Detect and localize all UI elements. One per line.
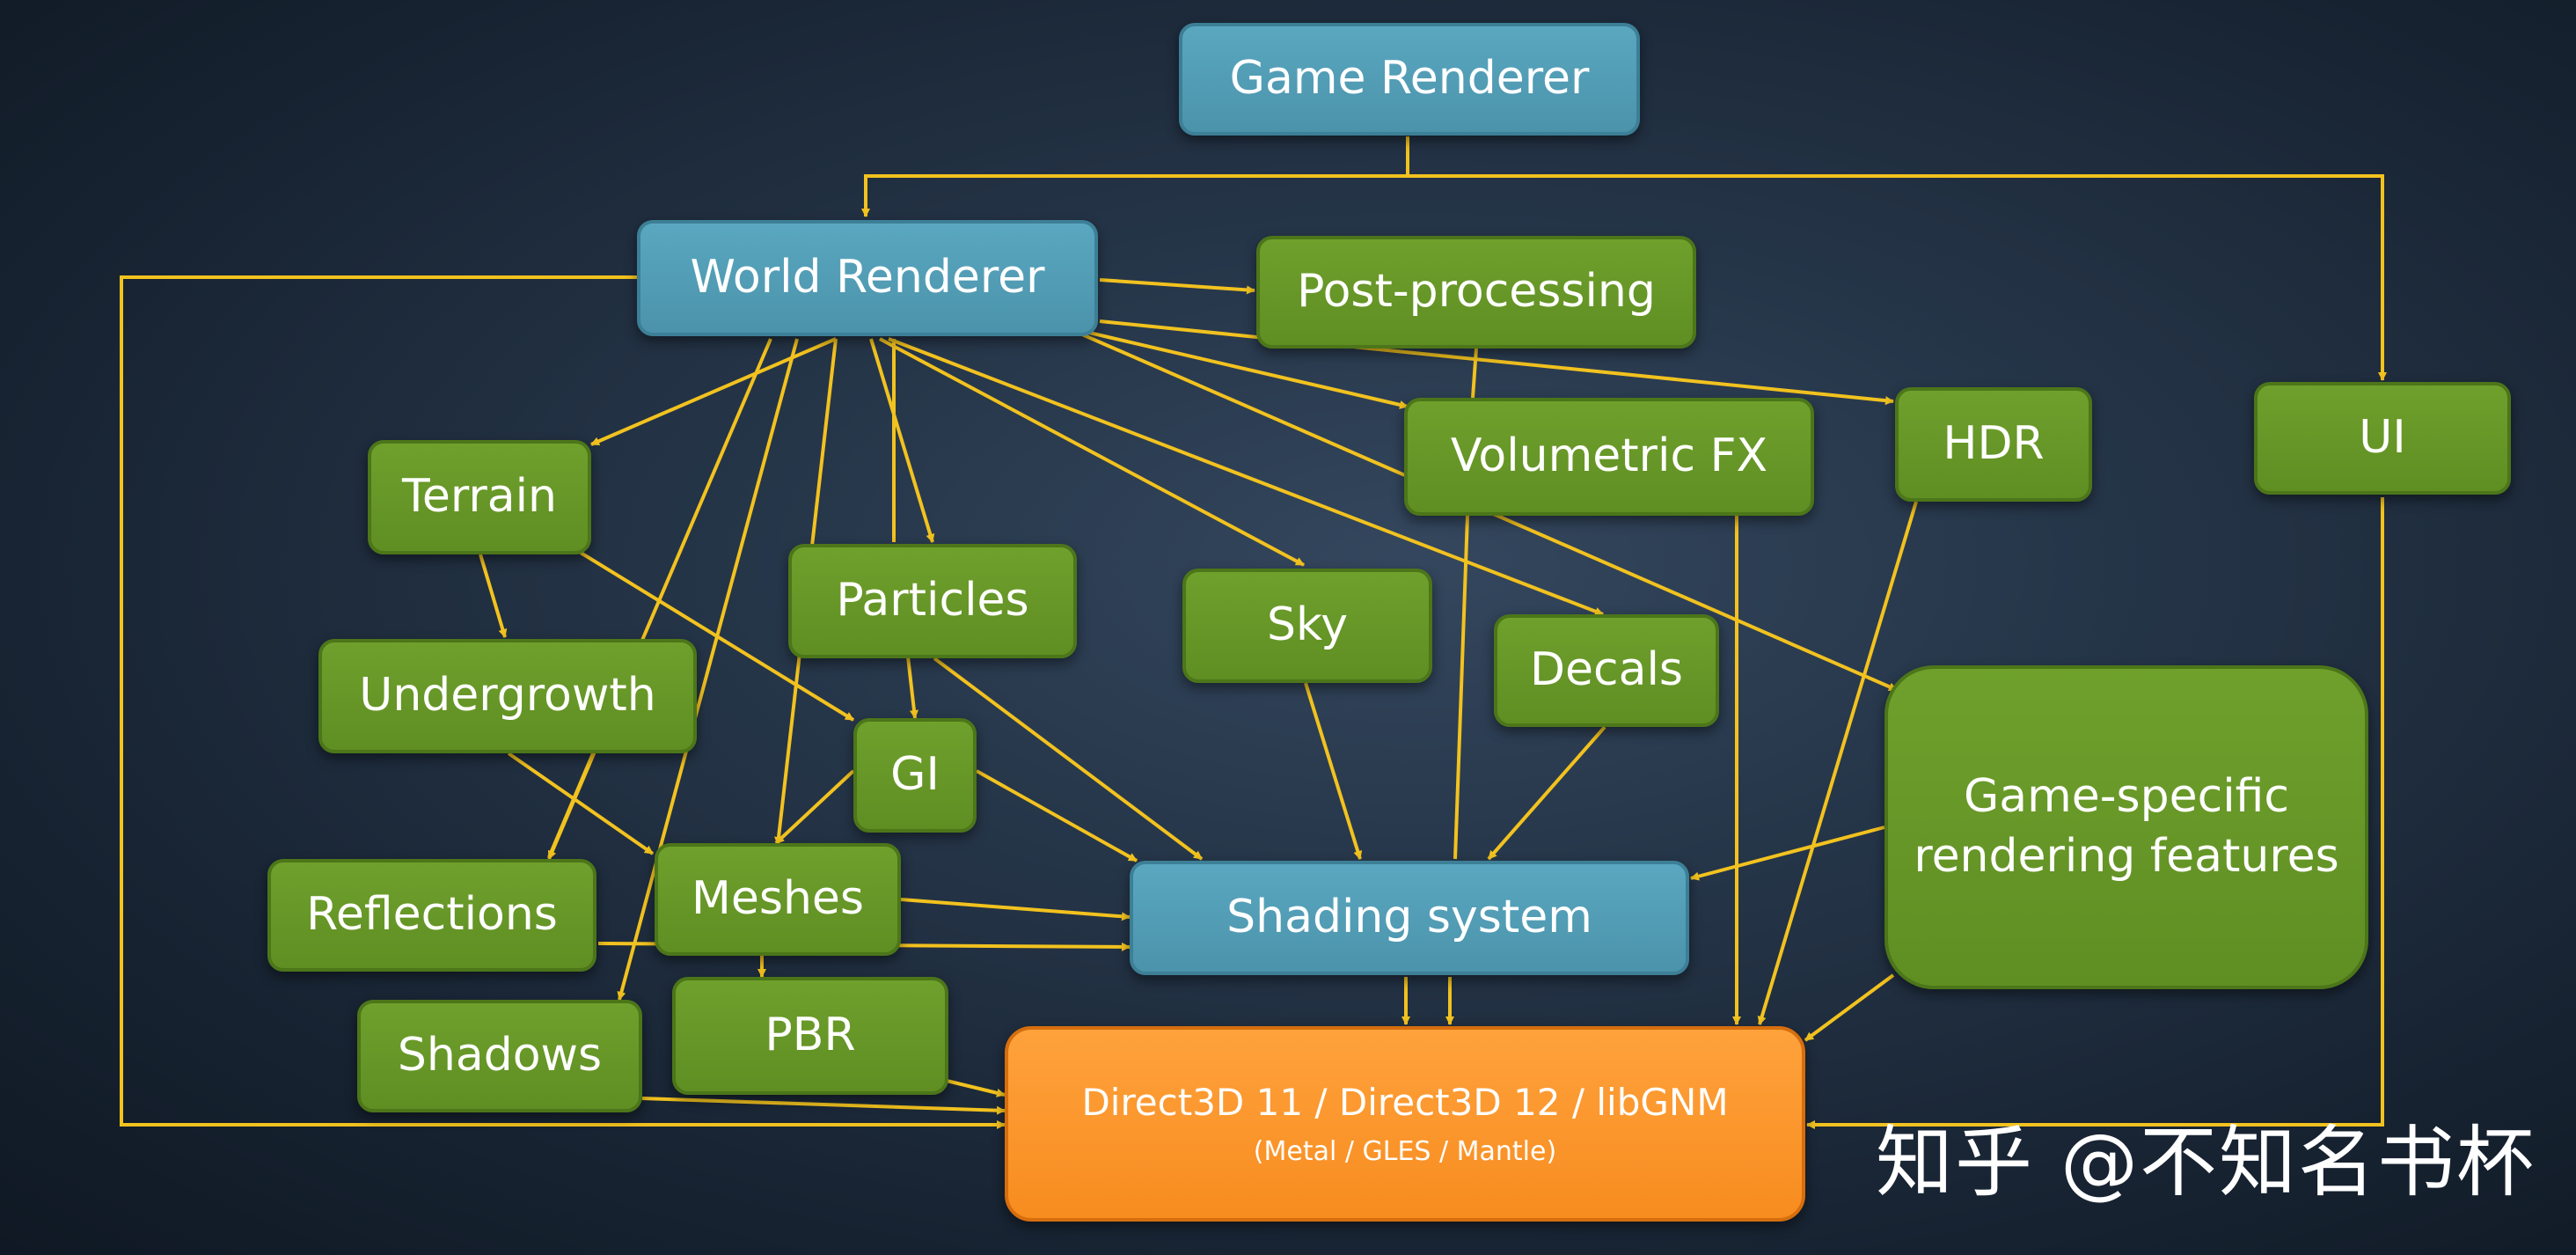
- node-volumetric-fx-label: Volumetric FX: [1450, 429, 1768, 483]
- node-game-specific-label-line2: rendering features: [1914, 830, 2339, 883]
- edge-gi-to-meshes: [774, 769, 855, 845]
- edge-gi-to-shading: [976, 769, 1138, 862]
- edge-ui-to-api: [1806, 497, 2384, 1129]
- edge-game-specific-to-shading: [1690, 826, 1885, 881]
- node-particles-label: Particles: [836, 574, 1029, 628]
- edge-world-to-particles: [869, 338, 935, 543]
- node-volumetric-fx: Volumetric FX: [1404, 398, 1814, 516]
- node-world-renderer-label: World Renderer: [690, 251, 1045, 305]
- edge-world-renderer-to-api: [120, 275, 1006, 1129]
- node-meshes: Meshes: [655, 843, 901, 956]
- edge-undergrowth-to-reflections: [547, 752, 595, 858]
- edge-world-to-sky: [879, 337, 1305, 567]
- node-graphics-api-label: Direct3D 11 / Direct3D 12 / libGNM: [1081, 1081, 1729, 1125]
- node-game-specific-label-line1: Game-specific: [1963, 770, 2290, 824]
- node-post-processing-label: Post-processing: [1297, 265, 1656, 319]
- node-world-renderer: World Renderer: [637, 220, 1098, 336]
- edge-game-renderer-to-ui: [1408, 174, 2387, 381]
- edge-world-to-decals: [888, 337, 1604, 616]
- node-sky: Sky: [1182, 569, 1432, 683]
- edge-terrain-to-gi: [579, 551, 855, 722]
- edge-undergrowth-to-meshes: [507, 752, 655, 855]
- edge-world-to-postprocessing: [1099, 278, 1255, 295]
- node-meshes-label: Meshes: [692, 872, 864, 926]
- node-sky-label: Sky: [1266, 598, 1349, 652]
- node-undergrowth-label: Undergrowth: [359, 669, 656, 723]
- node-gi-label: GI: [890, 748, 940, 802]
- node-graphics-api-sublabel: (Metal / GLES / Mantle): [1253, 1135, 1557, 1167]
- edge-world-to-shadows: [617, 338, 799, 1001]
- edge-pbr-to-api: [946, 1079, 1006, 1097]
- edge-sky-to-shading: [1304, 682, 1363, 860]
- edge-game-renderer-to-world-renderer: [861, 136, 1409, 217]
- node-shading-system: Shading system: [1130, 861, 1689, 975]
- edge-decals-to-shading: [1487, 725, 1606, 861]
- node-shadows: Shadows: [357, 1000, 642, 1112]
- node-post-processing: Post-processing: [1256, 236, 1696, 349]
- node-decals-label: Decals: [1529, 643, 1684, 697]
- node-reflections: Reflections: [267, 859, 596, 972]
- edge-meshes-to-shading: [900, 898, 1131, 921]
- node-terrain: Terrain: [368, 440, 591, 554]
- node-decals: Decals: [1494, 614, 1719, 727]
- node-pbr: PBR: [672, 977, 948, 1095]
- edge-volumetric-to-shading: [1453, 515, 1469, 860]
- node-game-specific-rendering-features: Game-specific rendering features: [1884, 665, 2368, 989]
- edge-particles-to-shading: [933, 657, 1204, 861]
- node-graphics-api: Direct3D 11 / Direct3D 12 / libGNM (Meta…: [1005, 1026, 1805, 1222]
- node-game-renderer: Game Renderer: [1179, 23, 1640, 136]
- node-pbr-label: PBR: [765, 1009, 856, 1062]
- edge-postprocessing-to-volumetric: [1471, 348, 1478, 399]
- edge-particles-to-gi: [906, 656, 918, 719]
- node-terrain-label: Terrain: [401, 470, 558, 524]
- edge-hdr-to-api: [1757, 501, 1918, 1025]
- edge-shadows-to-api: [641, 1097, 1006, 1115]
- node-hdr-label: HDR: [1943, 417, 2045, 471]
- node-gi: GI: [853, 718, 977, 833]
- edge-game-specific-to-api: [1804, 973, 1895, 1042]
- edge-terrain-to-undergrowth: [479, 554, 508, 638]
- edge-world-to-hdr: [1099, 319, 1894, 406]
- watermark-text: 知乎 @不知名书杯: [1876, 1117, 2536, 1207]
- node-shading-system-label: Shading system: [1226, 891, 1592, 944]
- node-game-renderer-label: Game Renderer: [1229, 52, 1590, 106]
- node-ui: UI: [2254, 382, 2511, 495]
- node-shadows-label: Shadows: [397, 1029, 603, 1083]
- node-ui-label: UI: [2359, 411, 2406, 465]
- node-undergrowth: Undergrowth: [318, 639, 697, 753]
- edge-world-to-volumetric: [1088, 331, 1409, 409]
- node-hdr: HDR: [1895, 387, 2092, 502]
- edge-world-to-terrain: [590, 337, 837, 446]
- node-reflections-label: Reflections: [306, 888, 558, 942]
- node-particles: Particles: [788, 544, 1077, 658]
